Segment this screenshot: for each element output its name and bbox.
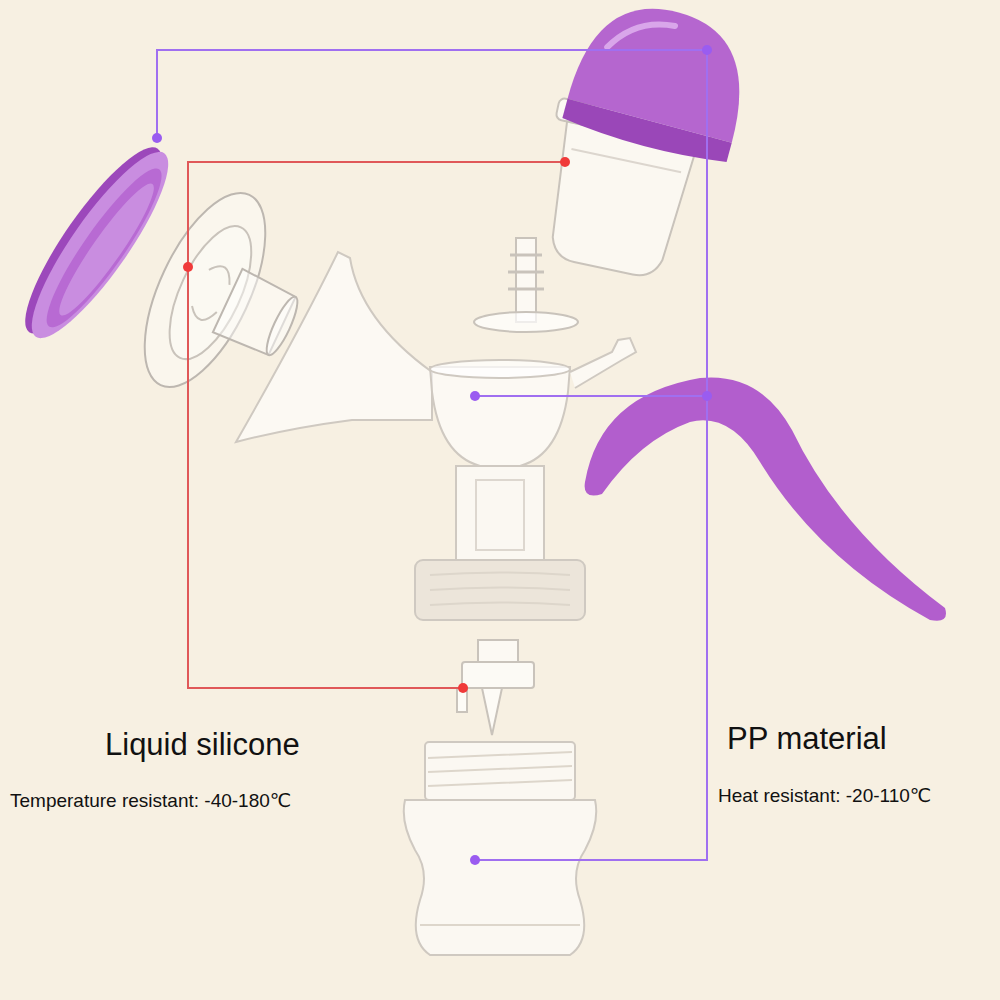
piston <box>474 238 578 332</box>
leader-lines-silicone <box>183 157 570 693</box>
material-label: PP material <box>727 720 887 757</box>
dome-cap <box>561 0 761 168</box>
material-label: Liquid silicone <box>105 726 300 763</box>
milk-bottle <box>404 742 597 955</box>
pump-body <box>236 252 636 620</box>
duckbill-valve <box>457 640 534 735</box>
pump-handle <box>585 377 946 620</box>
spec-note: Temperature resistant: -40-180℃ <box>10 790 291 813</box>
spec-note: Heat resistant: -20-110℃ <box>718 785 931 808</box>
